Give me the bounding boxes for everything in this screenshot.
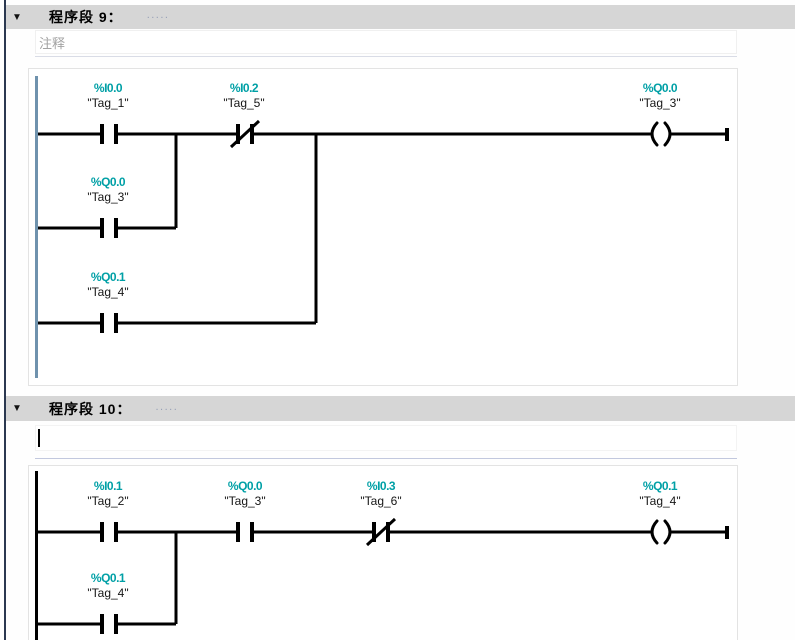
operand-tag[interactable]: "Tag_3" bbox=[224, 494, 266, 508]
no-contact-symbol[interactable] bbox=[100, 614, 118, 634]
operand-address[interactable]: %Q0.1 bbox=[90, 571, 126, 585]
network-group-indent-line bbox=[4, 0, 6, 640]
operand-label[interactable]: %I0.0 "Tag_1" bbox=[87, 81, 128, 111]
operand-address[interactable]: %Q0.1 bbox=[642, 479, 678, 493]
operand-address[interactable]: %I0.1 bbox=[93, 479, 123, 493]
no-contact-symbol[interactable] bbox=[236, 522, 254, 542]
no-contact-symbol[interactable] bbox=[100, 218, 118, 238]
right-terminal bbox=[725, 526, 729, 539]
operand-tag[interactable]: "Tag_6" bbox=[360, 494, 402, 508]
ladder-graphics-9 bbox=[35, 76, 729, 378]
operand-tag[interactable]: "Tag_4" bbox=[87, 586, 129, 600]
network-10-header[interactable]: ▼ 程序段 10： ..... bbox=[6, 396, 795, 421]
operand-address[interactable]: %I0.0 bbox=[93, 81, 123, 95]
operand-label[interactable]: %Q0.0 "Tag_3" bbox=[639, 81, 680, 111]
operand-label[interactable]: %I0.1 "Tag_2" bbox=[87, 479, 128, 509]
operand-label[interactable]: %Q0.1 "Tag_4" bbox=[639, 479, 680, 509]
comment-separator-focused bbox=[35, 458, 737, 459]
text-cursor bbox=[38, 429, 40, 447]
operand-address[interactable]: %I0.3 bbox=[366, 479, 396, 493]
network-9-title-placeholder[interactable]: ..... bbox=[146, 9, 170, 21]
operand-address[interactable]: %Q0.1 bbox=[90, 270, 126, 284]
nc-contact-symbol[interactable] bbox=[365, 517, 397, 547]
operand-address[interactable]: %Q0.0 bbox=[227, 479, 263, 493]
operand-tag[interactable]: "Tag_1" bbox=[87, 96, 129, 110]
ladder-canvas-10 bbox=[28, 465, 738, 640]
operand-tag[interactable]: "Tag_3" bbox=[87, 190, 129, 204]
network-10-title-placeholder[interactable]: ..... bbox=[155, 400, 179, 413]
comment-placeholder: 注释 bbox=[39, 35, 66, 51]
ladder-canvas-9 bbox=[28, 68, 738, 386]
operand-label[interactable]: %Q0.0 "Tag_3" bbox=[87, 175, 128, 205]
power-rail bbox=[35, 471, 38, 640]
operand-label[interactable]: %I0.2 "Tag_5" bbox=[223, 81, 264, 111]
operand-label[interactable]: %Q0.1 "Tag_4" bbox=[87, 270, 128, 300]
power-rail bbox=[35, 76, 38, 378]
coil-symbol[interactable] bbox=[650, 519, 672, 545]
operand-tag[interactable]: "Tag_2" bbox=[87, 494, 129, 508]
right-terminal bbox=[725, 128, 729, 141]
operand-tag[interactable]: "Tag_3" bbox=[639, 96, 681, 110]
operand-tag[interactable]: "Tag_4" bbox=[87, 285, 129, 299]
operand-address[interactable]: %Q0.0 bbox=[642, 81, 678, 95]
operand-label[interactable]: %I0.3 "Tag_6" bbox=[360, 479, 401, 509]
no-contact-symbol[interactable] bbox=[100, 313, 118, 333]
operand-address[interactable]: %Q0.0 bbox=[90, 175, 126, 189]
network-10-title[interactable]: 程序段 10： bbox=[49, 400, 132, 417]
coil-symbol[interactable] bbox=[650, 121, 672, 147]
operand-tag[interactable]: "Tag_4" bbox=[639, 494, 681, 508]
comment-separator bbox=[35, 56, 737, 57]
network-9-header[interactable]: ▼ 程序段 9： ..... bbox=[6, 5, 795, 29]
ladder-graphics-10 bbox=[35, 471, 729, 640]
operand-label[interactable]: %Q0.0 "Tag_3" bbox=[224, 479, 265, 509]
no-contact-symbol[interactable] bbox=[100, 522, 118, 542]
operand-tag[interactable]: "Tag_5" bbox=[223, 96, 265, 110]
network-9-comment-input[interactable]: 注释 bbox=[35, 30, 737, 54]
operand-address[interactable]: %I0.2 bbox=[229, 81, 259, 95]
network-10-comment-input[interactable] bbox=[35, 425, 737, 451]
operand-label[interactable]: %Q0.1 "Tag_4" bbox=[87, 571, 128, 601]
collapse-triangle-icon[interactable]: ▼ bbox=[12, 11, 22, 23]
network-9-title[interactable]: 程序段 9： bbox=[49, 9, 123, 25]
no-contact-symbol[interactable] bbox=[100, 124, 118, 144]
nc-contact-symbol[interactable] bbox=[229, 119, 261, 149]
collapse-triangle-icon[interactable]: ▼ bbox=[12, 403, 22, 414]
